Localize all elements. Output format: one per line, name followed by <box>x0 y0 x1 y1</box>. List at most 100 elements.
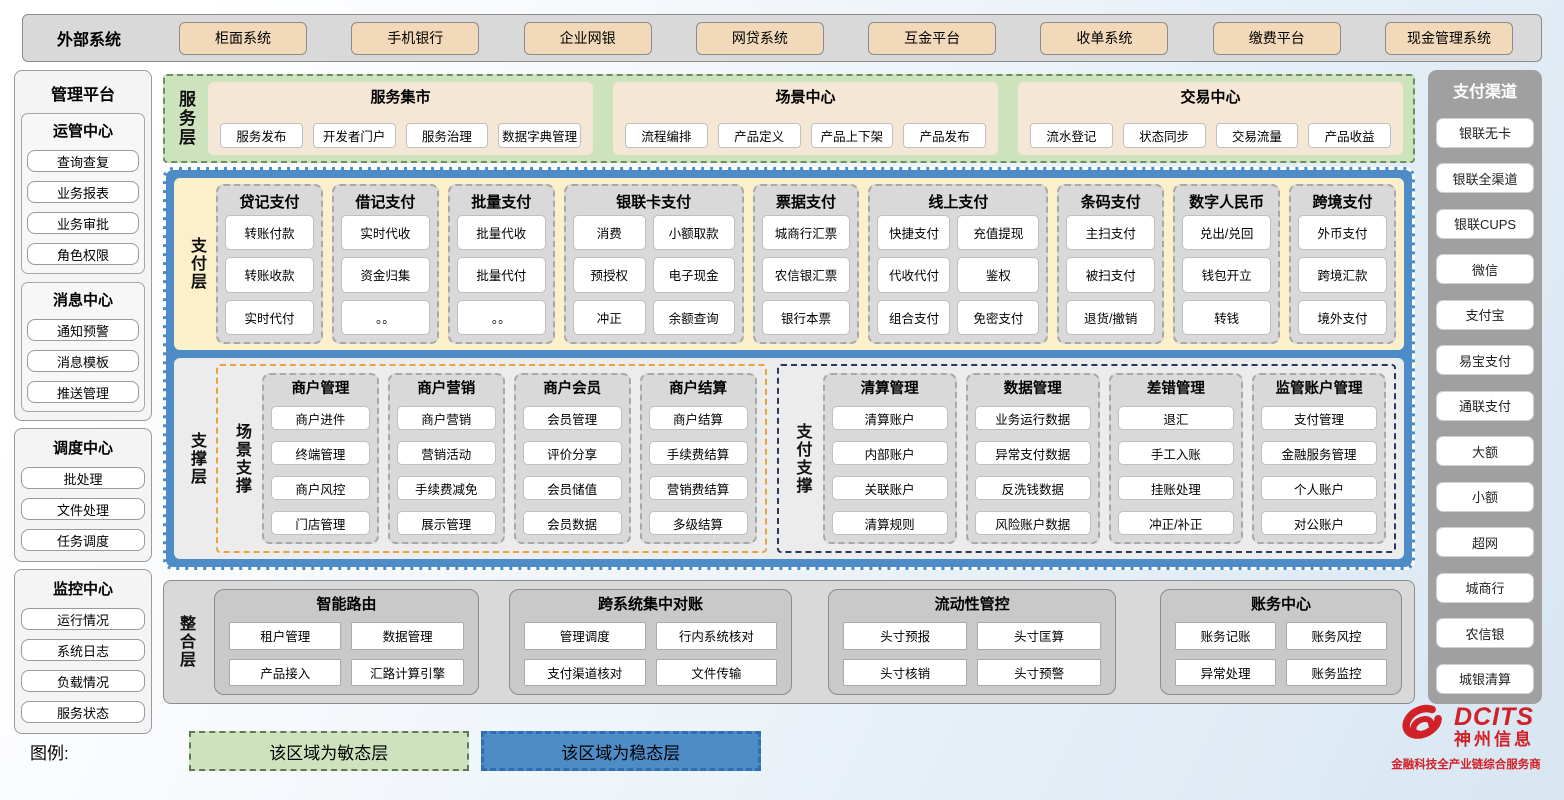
service-item-box: 流水登记 <box>1030 123 1113 148</box>
payment-item-box: 转账付款 <box>225 215 314 251</box>
payment-channel-box: 通联支付 <box>1436 390 1534 421</box>
support-column-title: 商户管理 <box>291 381 350 397</box>
support-item-box: 手续费结算 <box>648 441 748 465</box>
integration-group-items: 头寸预报头寸匡算头寸核销头寸预警 <box>843 622 1102 686</box>
integration-group: 跨系统集中对账管理调度行内系统核对支付渠道核对文件传输 <box>508 589 793 695</box>
payment-item-box: 批量代收 <box>456 215 546 251</box>
support-item-box: 会员储值 <box>522 476 622 500</box>
support-item-box: 商户营销 <box>396 406 496 430</box>
support-column: 商户管理商户进件终端管理商户风控门店管理 <box>262 373 379 544</box>
support-column-items: 会员管理评价分享会员储值会员数据 <box>522 406 622 535</box>
payment-column-title: 跨境支付 <box>1312 194 1373 211</box>
integration-item-box: 异常处理 <box>1175 658 1277 686</box>
support-item-box: 风险账户数据 <box>974 511 1091 535</box>
support-item-box: 业务运行数据 <box>974 406 1091 430</box>
payment-item-box: 代收代付 <box>877 257 951 293</box>
integration-item-box: 汇路计算引擎 <box>351 658 464 686</box>
service-item-box: 产品上下架 <box>810 123 894 148</box>
payment-channel-box: 银联CUPS <box>1436 208 1534 239</box>
service-item-box: 服务发布 <box>220 123 303 148</box>
dcits-swirl-icon <box>1398 700 1450 753</box>
external-systems-bar: 外部系统 柜面系统手机银行企业网银网贷系统互金平台收单系统缴费平台现金管理系统 <box>22 14 1542 62</box>
service-group: 服务集市服务发布开发者门户服务治理数据字典管理 <box>208 82 593 155</box>
support-item-box: 关联账户 <box>831 476 948 500</box>
support-column-items: 业务运行数据异常支付数据反洗钱数据风险账户数据 <box>974 406 1091 535</box>
support-item-box: 手续费减免 <box>396 476 496 500</box>
support-item-box: 多级结算 <box>648 511 748 535</box>
mgmt-item-box: 文件处理 <box>21 498 145 520</box>
payment-item-box: 跨境汇款 <box>1298 257 1387 293</box>
integration-item-box: 支付渠道核对 <box>523 658 646 686</box>
support-column-items: 退汇手工入账挂账处理冲正/补正 <box>1117 406 1234 535</box>
payment-column-title: 借记支付 <box>355 194 416 211</box>
legend: 图例: 该区域为敏态层 该区域为稳态层 <box>30 731 761 771</box>
service-item-box: 产品定义 <box>717 123 801 148</box>
support-item-box: 会员管理 <box>522 406 622 430</box>
support-layer: 支撑层 场景支撑 商户管理商户进件终端管理商户风控门店管理商户营销商户营销营销活… <box>174 358 1404 559</box>
stable-region: 支付层 贷记支付转账付款转账收款实时代付借记支付实时代收资金归集。。批量支付批量… <box>163 167 1415 570</box>
integration-item-box: 账务监控 <box>1286 658 1387 686</box>
payment-item-box: 城商行汇票 <box>761 215 851 251</box>
payment-channel-box: 银联全渠道 <box>1436 163 1534 194</box>
payment-item-box: 转账收款 <box>225 257 314 293</box>
payment-column-items: 主扫支付被扫支付退货/撤销 <box>1066 215 1156 335</box>
support-layer-groups: 场景支撑 商户管理商户进件终端管理商户风控门店管理商户营销商户营销营销活动手续费… <box>216 364 1396 553</box>
integration-group-title: 跨系统集中对账 <box>598 596 704 613</box>
external-system-box: 缴费平台 <box>1212 21 1341 55</box>
integration-group: 账务中心账务记账账务风控异常处理账务监控 <box>1160 589 1402 695</box>
payment-layer: 支付层 贷记支付转账付款转账收款实时代付借记支付实时代收资金归集。。批量支付批量… <box>174 178 1404 350</box>
scene-support-columns: 商户管理商户进件终端管理商户风控门店管理商户营销商户营销营销活动手续费减免展示管… <box>262 373 757 544</box>
support-item-box: 展示管理 <box>396 511 496 535</box>
payment-column: 数字人民币兑出/兑回钱包开立转钱 <box>1173 184 1281 344</box>
integration-item-box: 头寸预报 <box>843 622 968 650</box>
support-item-box: 冲正/补正 <box>1117 511 1234 535</box>
legend-stable-box: 该区域为稳态层 <box>480 731 761 771</box>
mgmt-item-box: 业务报表 <box>27 181 139 203</box>
payment-support-group: 支付支撑 清算管理清算账户内部账户关联账户清算规则数据管理业务运行数据异常支付数… <box>776 364 1396 553</box>
support-column-title: 差错管理 <box>1146 381 1205 397</box>
support-layer-label: 支撑层 <box>188 431 205 486</box>
integration-group: 智能路由租户管理数据管理产品接入汇路计算引擎 <box>214 589 479 695</box>
payment-column-title: 线上支付 <box>928 194 989 211</box>
support-item-box: 营销费结算 <box>648 476 748 500</box>
integration-item-box: 行内系统核对 <box>655 622 778 650</box>
payment-column: 借记支付实时代收资金归集。。 <box>331 184 439 344</box>
service-item-box: 交易流量 <box>1215 123 1299 148</box>
service-layer-label: 服务层 <box>176 90 195 147</box>
management-platform-title: 管理平台 <box>50 87 115 104</box>
payment-channel-box: 城商行 <box>1436 572 1534 603</box>
support-item-box: 退汇 <box>1117 406 1234 430</box>
payment-channel-box: 农信银 <box>1436 618 1534 649</box>
payment-layer-label: 支付层 <box>188 237 205 291</box>
support-item-box: 终端管理 <box>271 441 370 465</box>
logo-brand-text: DCITS <box>1454 703 1534 732</box>
payment-item-box: 充值提现 <box>957 215 1040 251</box>
integration-group-items: 管理调度行内系统核对支付渠道核对文件传输 <box>523 622 778 686</box>
payment-column-title: 数字人民币 <box>1189 194 1265 211</box>
support-item-box: 挂账处理 <box>1117 476 1234 500</box>
payment-item-box: 实时代收 <box>340 215 430 251</box>
payment-channel-box: 微信 <box>1436 254 1534 285</box>
service-layer-groups: 服务集市服务发布开发者门户服务治理数据字典管理场景中心流程编排产品定义产品上下架… <box>208 82 1403 155</box>
mgmt-group: 监控中心运行情况系统日志负载情况服务状态 <box>21 576 145 725</box>
dcits-logo: DCITS 神州信息 金融科技全产业链综合服务商 <box>1374 700 1558 772</box>
payment-layer-columns: 贷记支付转账付款转账收款实时代付借记支付实时代收资金归集。。批量支付批量代收批量… <box>216 184 1396 344</box>
logo-company-text: 神州信息 <box>1454 729 1534 749</box>
support-item-box: 商户风控 <box>271 476 370 500</box>
service-item-box: 产品发布 <box>903 123 986 148</box>
support-column-title: 监管账户管理 <box>1275 381 1363 397</box>
support-column-title: 清算管理 <box>860 381 919 397</box>
support-item-box: 反洗钱数据 <box>974 476 1091 500</box>
mgmt-item-box: 消息模板 <box>27 350 139 372</box>
service-group-items: 服务发布开发者门户服务治理数据字典管理 <box>220 123 581 148</box>
support-item-box: 金融服务管理 <box>1260 441 1378 465</box>
support-item-box: 商户进件 <box>271 406 370 430</box>
payment-column: 银联卡支付消费小额取款预授权电子现金冲正余额查询 <box>563 184 744 344</box>
mgmt-group: 调度中心批处理文件处理任务调度 <box>21 435 145 553</box>
support-item-box: 内部账户 <box>831 441 948 465</box>
integration-item-box: 数据管理 <box>351 622 464 650</box>
support-column-items: 清算账户内部账户关联账户清算规则 <box>831 406 948 535</box>
mgmt-item-box: 负载情况 <box>21 670 145 692</box>
integration-item-box: 账务记账 <box>1175 622 1277 650</box>
